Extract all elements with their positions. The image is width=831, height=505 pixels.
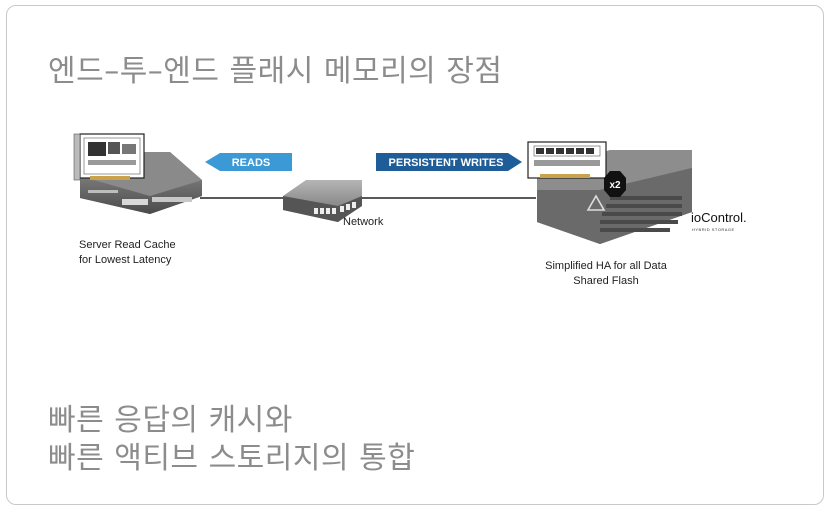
storage-vent-grille — [600, 196, 682, 232]
bottom-heading: 빠른 응답의 캐시와 빠른 액티브 스토리지의 통합 — [48, 402, 415, 478]
server-flash-card-icon — [73, 133, 145, 181]
server-label: Server Read Cache for Lowest Latency — [79, 238, 176, 268]
storage-label-line2: Shared Flash — [573, 275, 639, 287]
storage-label-line1: Simplified HA for all Data — [545, 260, 667, 272]
page-title: 엔드–투–엔드 플래시 메모리의 장점 — [48, 54, 503, 89]
reads-label: READS — [232, 157, 271, 169]
storage-label: Simplified HA for all Data Shared Flash — [538, 259, 674, 289]
iocontrol-tagline: HYBRID STORAGE — [692, 227, 735, 232]
bottom-heading-line1: 빠른 응답의 캐시와 — [48, 403, 293, 438]
reads-arrow: READS — [205, 153, 292, 171]
multiplier-badge-text: x2 — [609, 180, 621, 191]
architecture-diagram: READS PERSISTENT WRITES — [73, 133, 747, 244]
server-front-ports — [88, 190, 192, 205]
slide-frame — [6, 5, 824, 505]
network-label: Network — [343, 216, 384, 228]
writes-label: PERSISTENT WRITES — [389, 157, 504, 169]
storage-flash-card-icon — [527, 141, 607, 179]
bottom-heading-line2: 빠른 액티브 스토리지의 통합 — [48, 441, 416, 476]
iocontrol-logo: ioControl. — [691, 210, 747, 225]
server-label-line1: Server Read Cache — [79, 239, 176, 251]
persistent-writes-arrow: PERSISTENT WRITES — [376, 153, 522, 171]
network-switch — [283, 180, 362, 222]
switch-ports — [314, 202, 356, 214]
server-label-line2: for Lowest Latency — [79, 254, 172, 266]
storage-logo-mark — [586, 194, 606, 211]
multiplier-badge: x2 — [604, 171, 626, 197]
